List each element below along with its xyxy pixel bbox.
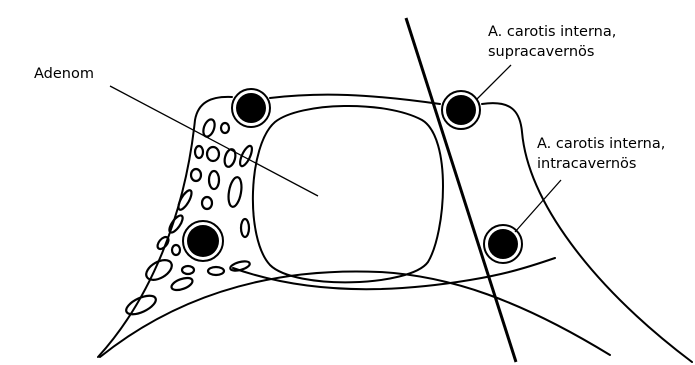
section-line — [406, 18, 516, 362]
adenoma-shape — [253, 106, 443, 282]
sphenoid-contour — [100, 271, 610, 357]
label-adenom: Adenom — [34, 64, 94, 84]
carotid-right-supracavernous — [442, 91, 480, 129]
carotid-left-supracavernous — [232, 89, 270, 127]
top-contour — [270, 95, 440, 104]
label-adenom-text: Adenom — [34, 64, 94, 84]
label-supra-line-1: A. carotis interna, — [488, 22, 616, 42]
label-intra-line-1: A. carotis interna, — [537, 134, 665, 154]
label-carotis-intracavernous: A. carotis interna, intracavernös — [537, 134, 665, 174]
label-carotis-supracavernous: A. carotis interna, supracavernös — [488, 22, 616, 62]
carotid-left-intracavernous — [183, 221, 223, 261]
label-intra-line-2: intracavernös — [537, 154, 665, 174]
label-supra-line-2: supracavernös — [488, 42, 616, 62]
leader-supracavernous — [476, 65, 511, 100]
leader-adenom — [110, 86, 318, 196]
carotid-arteries — [183, 89, 522, 263]
